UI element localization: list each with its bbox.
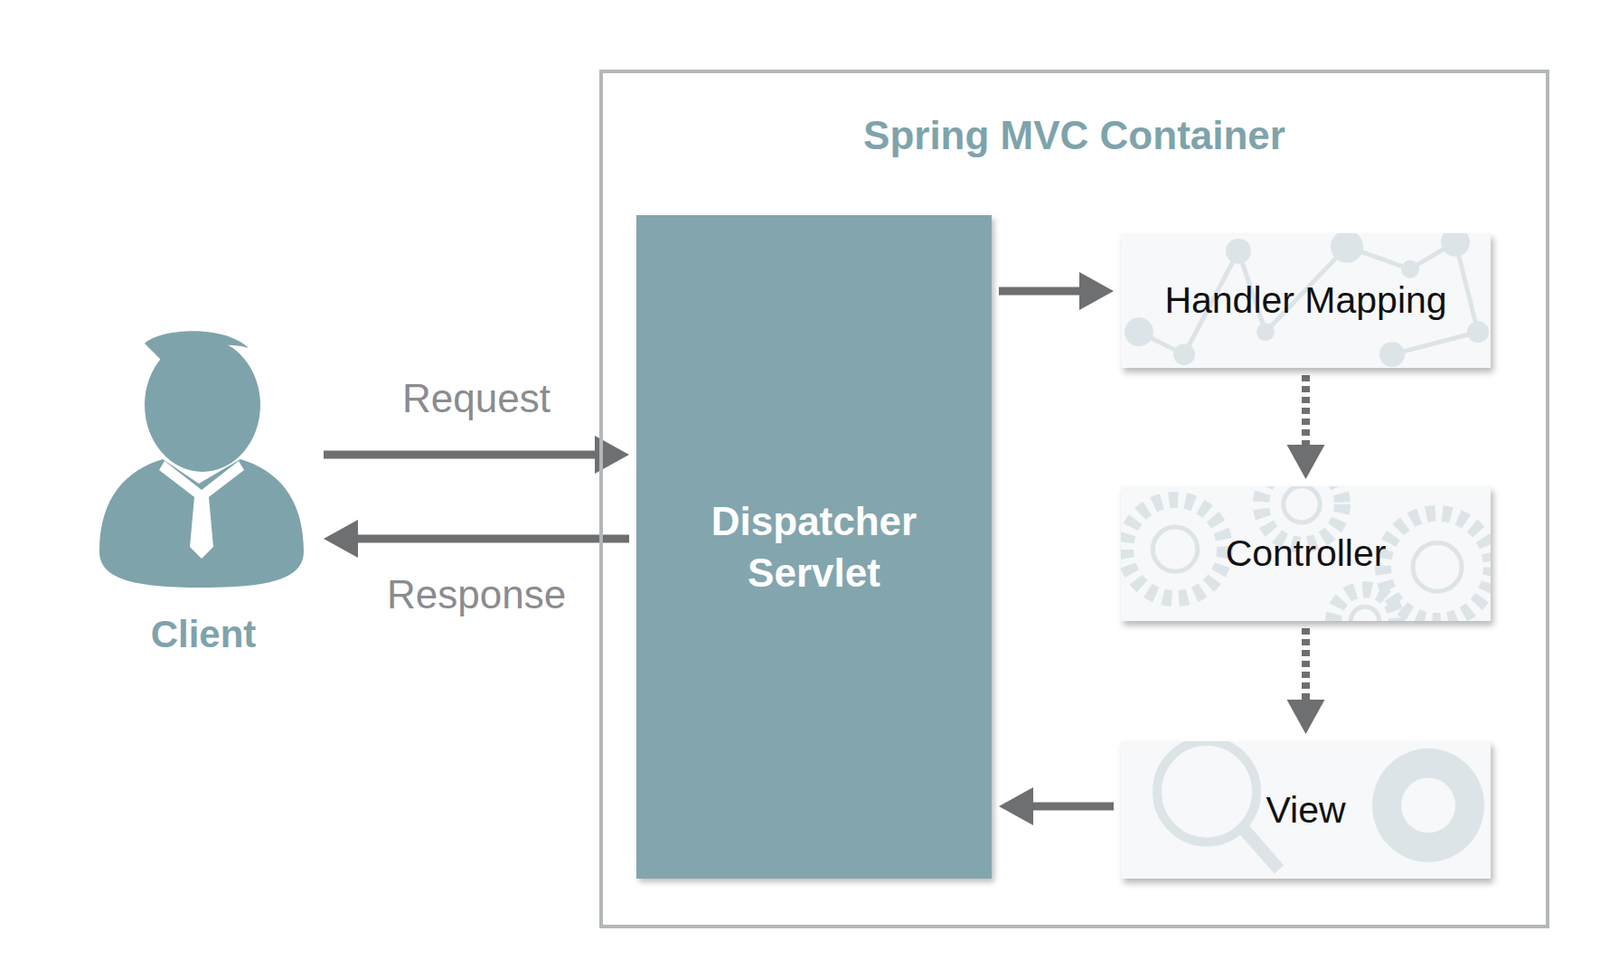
connector-line	[1301, 628, 1310, 700]
arrow-head	[1287, 444, 1326, 480]
edge-label: Response	[383, 572, 570, 618]
connector-line	[357, 535, 630, 544]
connector-line	[1301, 375, 1310, 445]
connector-line	[323, 451, 595, 460]
component-box: Controller	[1120, 486, 1491, 622]
node-label: Dispatcher Servlet	[705, 495, 923, 599]
dispatcher-box: Dispatcher Servlet	[636, 215, 992, 879]
node-label: Client	[90, 612, 317, 657]
connector	[998, 272, 1114, 311]
connector	[323, 435, 630, 474]
arrow-head	[1287, 699, 1326, 735]
connector-line	[998, 287, 1080, 296]
component-box: View	[1120, 741, 1491, 879]
node-label: Handler Mapping	[1153, 279, 1458, 322]
client-figure: Client	[90, 325, 317, 660]
connector	[1287, 628, 1326, 735]
container-title: Spring MVC Container	[602, 112, 1546, 159]
connector	[1287, 375, 1326, 480]
arrow-head	[323, 519, 358, 558]
arrow-head	[1079, 272, 1114, 311]
arrow-head	[998, 787, 1034, 826]
component-box: Handler Mapping	[1120, 233, 1491, 368]
edge-label: Request	[398, 376, 555, 422]
connector-line	[1033, 802, 1114, 811]
person-icon	[90, 325, 317, 597]
container-frame: Spring MVC ContainerDispatcher Servlet Ha…	[599, 69, 1550, 929]
connector	[323, 519, 630, 558]
connector	[998, 787, 1114, 826]
node-label: Controller	[1214, 532, 1398, 575]
node-label: View	[1254, 789, 1356, 832]
